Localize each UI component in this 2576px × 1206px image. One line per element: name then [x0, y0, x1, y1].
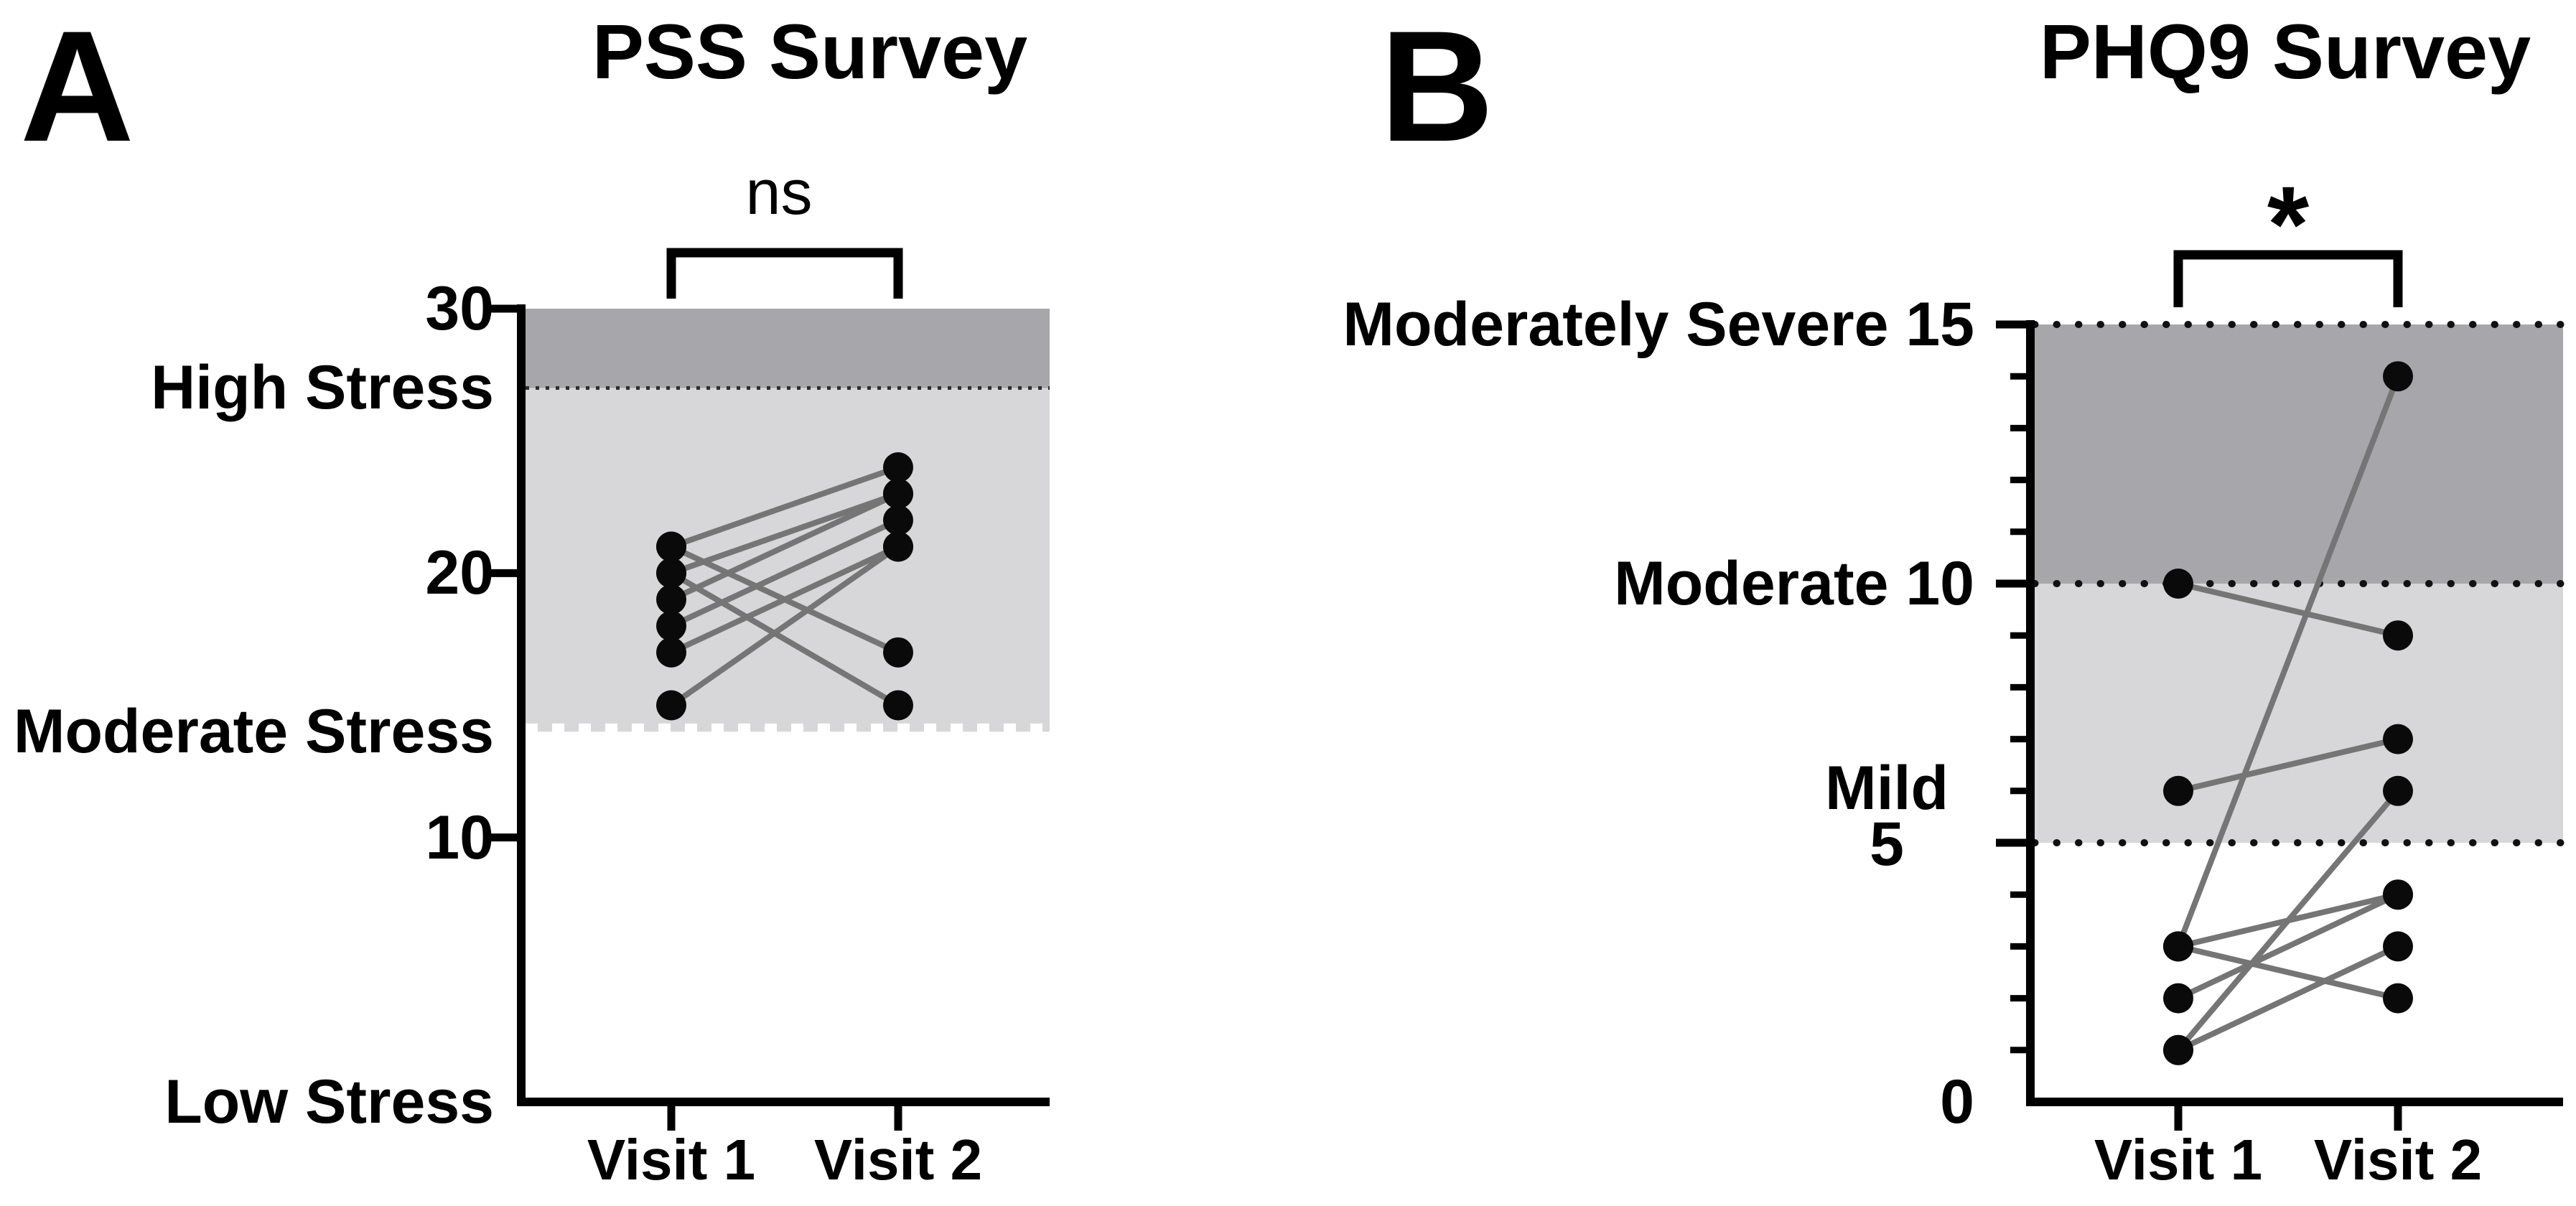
panel-a	[487, 248, 1050, 1131]
panel-a-zone-high-stress: High Stress	[151, 353, 494, 422]
pair-line	[670, 491, 900, 576]
panel-b-title: PHQ9 Survey	[2039, 8, 2531, 95]
pair-line	[670, 518, 900, 629]
panel-a-letter: A	[20, 0, 134, 174]
score-band-dark	[526, 309, 1050, 388]
pair-line	[670, 464, 900, 550]
panel-a-title: PSS Survey	[592, 8, 1028, 95]
data-point-visit2	[2383, 931, 2413, 962]
pair-line	[2175, 375, 2401, 948]
pair-line	[669, 570, 900, 708]
data-point-visit2	[2383, 983, 2413, 1014]
panel-b-xcat-visit1: Visit 1	[2094, 1128, 2263, 1192]
data-point-visit2	[2383, 879, 2413, 910]
pair-line	[2178, 943, 2399, 1001]
panel-a-ytick-30: 30	[425, 274, 494, 343]
panel-b-ytick-moderate-10: Moderate 10	[1614, 549, 1974, 618]
panel-a-significance-label: ns	[745, 156, 813, 228]
data-point-visit2	[883, 690, 913, 721]
panel-b-significance-label: *	[2267, 164, 2310, 284]
panel-a-ytick-10: 10	[425, 803, 494, 872]
panel-a-zone-moderate-stress: Moderate Stress	[13, 697, 494, 766]
data-point-visit1	[656, 690, 686, 721]
score-band-light	[2035, 584, 2563, 843]
data-point-visit2	[883, 531, 913, 562]
panel-a-xcat-visit1: Visit 1	[587, 1128, 756, 1192]
data-point-visit2	[883, 452, 913, 482]
data-point-visit1	[656, 611, 686, 641]
data-point-visit1	[2163, 983, 2193, 1014]
pair-line	[2178, 736, 2399, 794]
data-point-visit1	[2163, 569, 2193, 599]
panel-b-ytick-moderately-severe-15: Moderately Severe 15	[1343, 290, 1974, 359]
panel-b-xcat-visit2: Visit 2	[2313, 1128, 2483, 1192]
data-point-visit1	[2163, 931, 2193, 962]
data-point-visit2	[2383, 775, 2413, 806]
score-band-light	[526, 388, 1050, 732]
data-point-visit1	[656, 558, 686, 589]
pair-line	[670, 543, 900, 655]
significance-bracket	[2173, 250, 2403, 307]
data-point-visit2	[883, 637, 913, 668]
significance-bracket	[666, 248, 903, 299]
pair-line	[670, 491, 900, 602]
data-point-visit2	[2383, 724, 2413, 754]
panel-a-ytick-low-stress: Low Stress	[164, 1067, 494, 1136]
data-point-visit2	[2383, 361, 2413, 392]
pair-line	[2177, 943, 2399, 1053]
panel-b-zone-mild: Mild	[1825, 754, 1949, 823]
panel-b-letter: B	[1380, 0, 1494, 174]
data-point-visit2	[883, 505, 913, 536]
data-point-visit1	[2163, 1034, 2193, 1065]
data-point-visit2	[883, 478, 913, 509]
panel-b-ytick-5: 5	[1870, 810, 1904, 879]
data-point-visit1	[656, 531, 686, 562]
score-band-dark	[2035, 324, 2563, 584]
data-point-visit1	[2163, 775, 2193, 806]
pair-line	[2177, 892, 2399, 1001]
data-point-visit1	[656, 637, 686, 668]
pair-line	[2178, 581, 2399, 639]
panel-b	[1996, 250, 2567, 1131]
panel-b-ytick-0: 0	[1940, 1067, 1974, 1136]
data-point-visit2	[2383, 620, 2413, 651]
data-point-visit1	[656, 584, 686, 615]
panel-a-xcat-visit2: Visit 2	[813, 1128, 983, 1192]
pair-line	[2175, 789, 2401, 1052]
panel-a-ytick-20: 20	[425, 538, 494, 607]
pair-line	[669, 544, 900, 708]
